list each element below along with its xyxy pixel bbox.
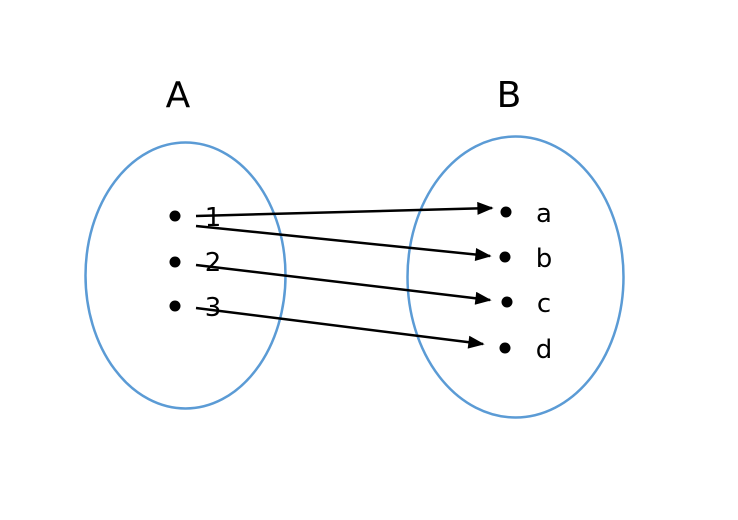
- mapping-arrow-1-to-a: [195, 201, 494, 218]
- set-b-element-label-c: c: [537, 289, 551, 319]
- set-a-element-dot-2: [169, 256, 181, 268]
- set-a-element-dot-1: [169, 210, 181, 222]
- set-b-element-dot-c: [501, 296, 513, 308]
- set-b-element-dot-b: [499, 251, 511, 263]
- set-b-element-label-d: d: [536, 335, 553, 365]
- set-a-element-label-1: 1: [205, 203, 222, 233]
- set-a-element-label-3: 3: [205, 293, 222, 323]
- set-b-ellipse: [406, 135, 625, 419]
- mapping-arrow-2-to-c: [195, 263, 492, 305]
- mapping-arrow-3-to-d: [195, 306, 485, 349]
- set-a-ellipse: [84, 141, 287, 410]
- set-a-element-label-2: 2: [205, 248, 222, 278]
- set-b-element-dot-d: [499, 342, 511, 354]
- set-a-element-dot-3: [169, 300, 181, 312]
- set-b-element-label-b: b: [536, 244, 553, 274]
- set-b-label: B: [497, 75, 522, 116]
- set-a-label: A: [166, 75, 191, 116]
- mapping-arrow-1-to-b: [195, 224, 492, 261]
- set-b-element-label-a: a: [536, 199, 552, 229]
- set-b-element-dot-a: [500, 206, 512, 218]
